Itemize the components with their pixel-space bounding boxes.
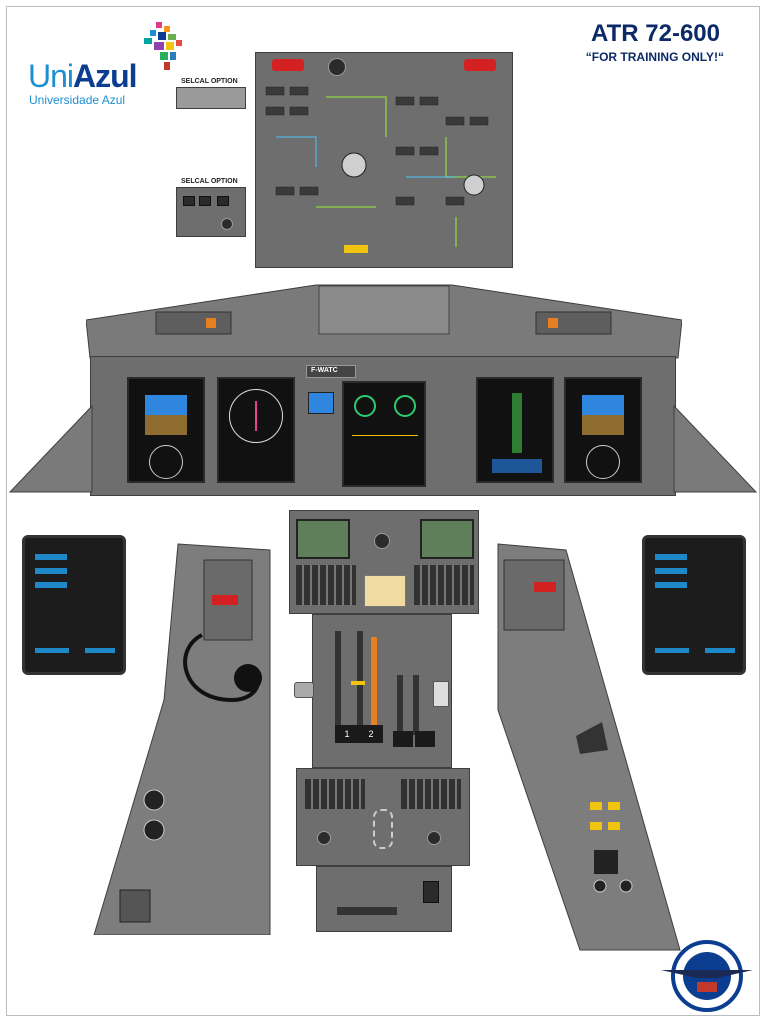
mcdu-right-screen [420, 519, 474, 559]
pedestal-radio-section [296, 768, 470, 866]
condition-lever-1[interactable] [393, 731, 413, 747]
efb-right-footer-1[interactable] [655, 648, 689, 653]
efb-left-item-3[interactable] [35, 582, 67, 588]
logo-azul-text: Azul [73, 58, 138, 94]
selcal-label-upper: SELCAL OPTION [181, 78, 238, 85]
captain-nd [217, 377, 295, 483]
logo-tagline: Universidade Azul [29, 93, 126, 107]
checklist-card[interactable] [364, 575, 406, 607]
efb-left-footer-2[interactable] [85, 648, 115, 653]
overhead-synoptic-lines [265, 86, 496, 253]
glareshield [86, 284, 682, 359]
poster-frame [6, 6, 760, 1016]
selcal-panel-lower [176, 187, 246, 237]
fire-handle-left[interactable] [272, 59, 304, 71]
efb-left-item-1[interactable] [35, 554, 67, 560]
copilot-pfd [564, 377, 642, 483]
power-lever-1[interactable]: 1 [335, 725, 359, 743]
page-subtitle: “FOR TRAINING ONLY!“ [585, 50, 724, 64]
pedestal-mcdu-section [289, 510, 479, 614]
condition-lever-2[interactable] [415, 731, 435, 747]
training-seal-icon [661, 940, 753, 1012]
efb-left-item-2[interactable] [35, 568, 67, 574]
registration-text: F-WATC [311, 367, 338, 374]
fire-handle-right[interactable] [464, 59, 496, 71]
efb-right-item-3[interactable] [655, 582, 687, 588]
efb-right-item-1[interactable] [655, 554, 687, 560]
engine-display [342, 381, 426, 487]
selcal-label-lower: SELCAL OPTION [181, 178, 238, 185]
aft-switch[interactable] [423, 881, 439, 903]
mcdu-right-keypad[interactable] [414, 565, 474, 605]
page-title: ATR 72-600 [591, 20, 720, 47]
captain-efb-tablet[interactable] [22, 535, 126, 675]
pedestal-knob[interactable] [374, 533, 390, 549]
efb-right-footer-2[interactable] [705, 648, 735, 653]
copilot-efb-tablet[interactable] [642, 535, 746, 675]
registration-plate: F-WATC [306, 365, 356, 378]
captain-pfd [127, 377, 205, 483]
logo-uni-text: Uni [28, 58, 74, 94]
trim-wheel-icon [373, 809, 393, 849]
right-side-console [673, 404, 758, 493]
throttle-quadrant: 1 2 [312, 614, 452, 768]
efb-left-footer-1[interactable] [35, 648, 69, 653]
overhead-panel [255, 52, 513, 268]
captain-side-console [93, 543, 271, 935]
flap-lever[interactable] [433, 681, 449, 707]
brazil-map-icon [144, 22, 182, 70]
trim-handle[interactable] [294, 682, 314, 698]
standby-instrument [308, 392, 334, 414]
efb-right-item-2[interactable] [655, 568, 687, 574]
mcdu-left-screen [296, 519, 350, 559]
mcdu-left-keypad[interactable] [296, 565, 356, 605]
logo-wordmark: UniAzul [28, 58, 138, 95]
copilot-side-console [497, 543, 681, 951]
pedestal-aft-panel [316, 866, 452, 932]
power-lever-2[interactable]: 2 [359, 725, 383, 743]
copilot-mfd [476, 377, 554, 483]
overhead-knob-top[interactable] [328, 58, 346, 76]
selcal-panel-upper [176, 87, 246, 109]
left-side-console [8, 404, 93, 493]
